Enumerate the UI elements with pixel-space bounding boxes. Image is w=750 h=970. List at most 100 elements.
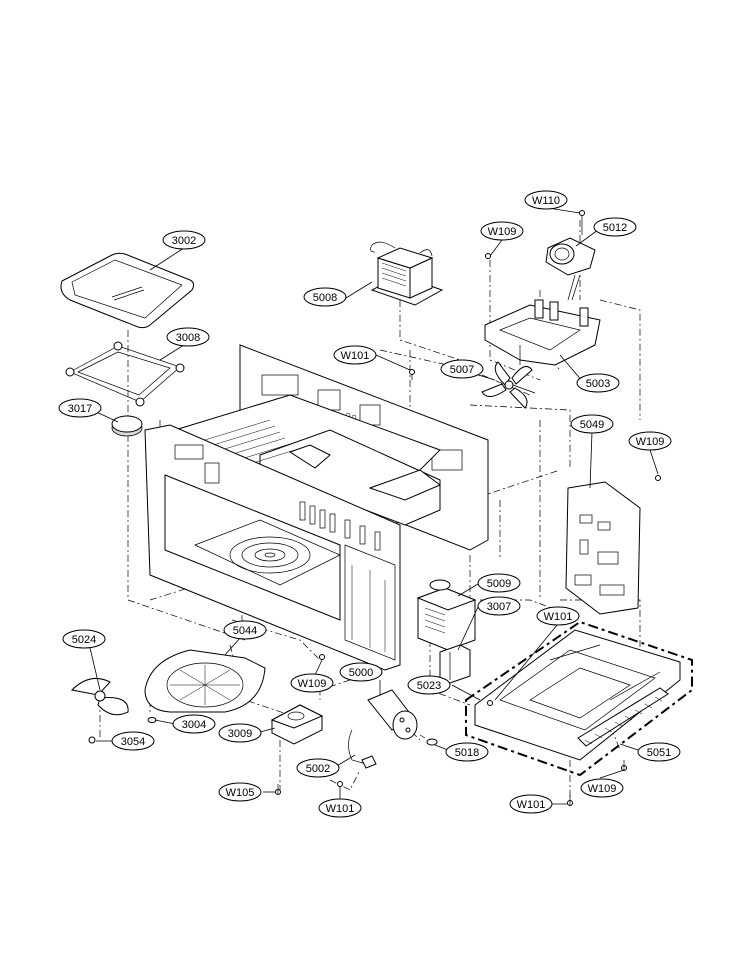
part-number-label: 5002 <box>306 763 330 775</box>
label-w109-bottom: W109 <box>580 778 624 798</box>
label-oval <box>111 731 155 751</box>
label-w101-bl: W101 <box>318 798 362 818</box>
label-oval <box>296 758 340 778</box>
part-number-label: W101 <box>326 803 355 815</box>
label-oval <box>440 359 484 379</box>
grease-filter <box>577 687 669 747</box>
label-5024: 5024 <box>62 629 106 649</box>
side-panel <box>565 481 641 615</box>
label-w110: W110 <box>524 190 568 210</box>
part-number-label: 5018 <box>455 747 479 759</box>
part-number-label: 5008 <box>313 292 337 304</box>
part-number-label: 3004 <box>182 719 206 731</box>
label-5012: 5012 <box>593 217 637 237</box>
capacitor-bracket <box>348 729 377 769</box>
label-5000: 5000 <box>339 662 383 682</box>
part-number-label: 3002 <box>172 235 196 247</box>
stirrer-blade <box>70 677 129 716</box>
label-oval <box>218 782 262 802</box>
part-number-label: W110 <box>532 195 560 207</box>
hv-capacitor <box>367 689 418 740</box>
label-oval <box>407 675 451 695</box>
part-number-label: 3007 <box>487 601 511 613</box>
coupler <box>111 415 143 437</box>
part-number-label: W109 <box>636 436 665 448</box>
label-5003: 5003 <box>576 373 620 393</box>
label-w109-mid: W109 <box>290 673 334 693</box>
label-5002: 5002 <box>296 758 340 778</box>
label-3017: 3017 <box>58 398 102 418</box>
label-oval <box>58 398 102 418</box>
part-number-label: 5009 <box>487 578 511 590</box>
label-oval <box>576 373 620 393</box>
label-3009: 3009 <box>218 723 262 743</box>
part-number-label: W101 <box>544 611 573 623</box>
label-5007: 5007 <box>440 359 484 379</box>
label-oval <box>218 723 262 743</box>
screw-3004 <box>147 717 157 723</box>
part-number-label: 5003 <box>586 378 610 390</box>
label-oval <box>637 742 681 762</box>
label-5018: 5018 <box>445 742 489 762</box>
fan-blade <box>481 361 536 409</box>
label-5023: 5023 <box>407 675 451 695</box>
label-3008: 3008 <box>166 327 210 347</box>
label-oval <box>580 778 624 798</box>
base-plate <box>465 620 693 777</box>
transformer <box>370 241 444 306</box>
label-oval <box>593 217 637 237</box>
part-number-label: 5012 <box>603 222 627 234</box>
label-oval <box>477 573 521 593</box>
part-number-label: 3009 <box>228 728 252 740</box>
label-oval <box>318 798 362 818</box>
label-3002: 3002 <box>162 230 206 250</box>
part-number-label: W109 <box>488 226 517 238</box>
label-5008: 5008 <box>303 287 347 307</box>
glass-tray <box>60 252 195 329</box>
label-oval <box>172 714 216 734</box>
part-number-label: 5024 <box>72 634 96 646</box>
fan-motor <box>545 210 596 301</box>
fan-bracket <box>484 299 601 366</box>
part-number-label: 5023 <box>417 680 441 692</box>
label-oval <box>536 606 580 626</box>
label-w101-top: W101 <box>333 345 377 365</box>
stirrer-cover <box>144 649 266 713</box>
part-number-label: 3054 <box>121 736 145 748</box>
label-3007: 3007 <box>477 596 521 616</box>
label-oval <box>303 287 347 307</box>
label-w109-top: W109 <box>480 221 524 241</box>
label-3054: 3054 <box>111 731 155 751</box>
hv-diode <box>419 734 438 746</box>
part-number-label: 5007 <box>450 364 474 376</box>
label-w105: W105 <box>218 782 262 802</box>
label-w101-mid: W101 <box>536 606 580 626</box>
part-number-label: 3008 <box>176 332 200 344</box>
part-number-label: W105 <box>226 787 255 799</box>
part-labels: W110 W109 5012 3002 5008 3008 W101 5007 … <box>58 190 681 818</box>
label-oval <box>445 742 489 762</box>
label-oval <box>509 794 553 814</box>
label-5009: 5009 <box>477 573 521 593</box>
label-5049: 5049 <box>570 414 614 434</box>
label-oval <box>524 190 568 210</box>
part-number-label: 5044 <box>233 625 257 637</box>
hv-bracket <box>439 644 471 684</box>
label-oval <box>570 414 614 434</box>
part-number-label: 5051 <box>647 747 671 759</box>
label-oval <box>339 662 383 682</box>
label-oval <box>480 221 524 241</box>
part-number-label: 3017 <box>68 403 92 415</box>
roller-ring <box>65 341 185 407</box>
part-number-label: W109 <box>588 783 617 795</box>
part-number-label: W101 <box>517 799 546 811</box>
label-oval <box>62 629 106 649</box>
part-number-label: 5049 <box>580 419 604 431</box>
label-oval <box>333 345 377 365</box>
label-oval <box>290 673 334 693</box>
label-w109-right: W109 <box>628 431 672 451</box>
label-oval <box>628 431 672 451</box>
label-oval <box>166 327 210 347</box>
oven-cavity <box>144 344 489 671</box>
